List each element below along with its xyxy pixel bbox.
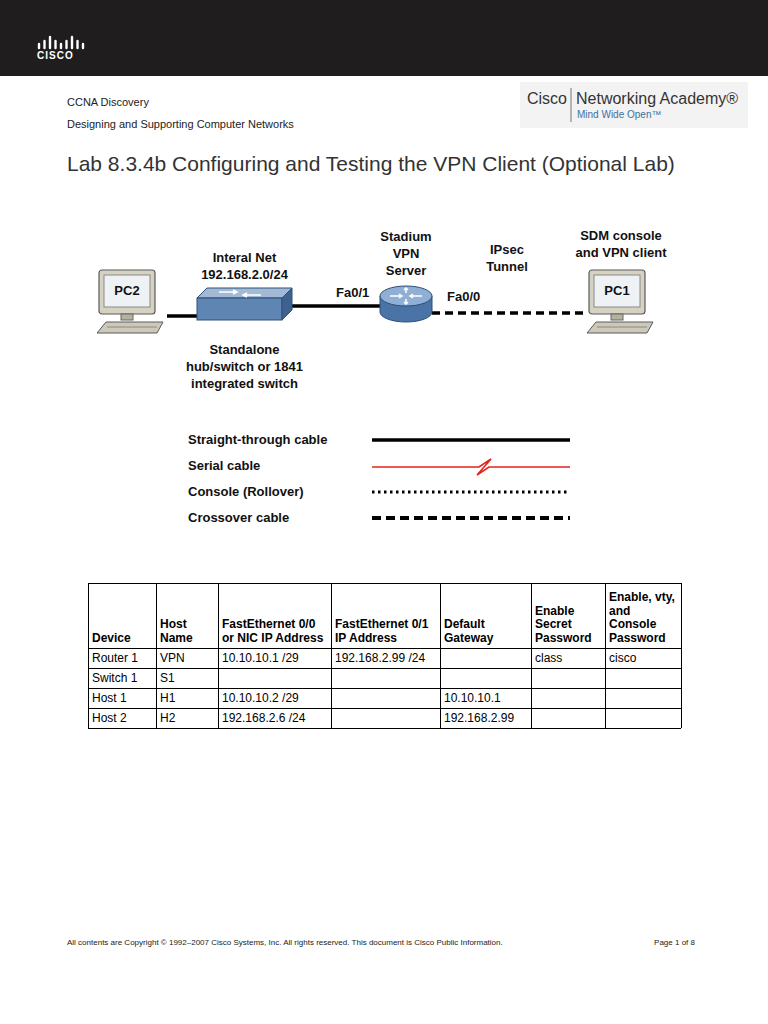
console-sample: [372, 491, 570, 494]
table-header-cell: Host Name: [157, 584, 218, 648]
table-cell: 192.168.2.99 /24: [332, 649, 440, 668]
footer-copyright: All contents are Copyright © 1992–2007 C…: [67, 938, 503, 948]
course-subtitle: Designing and Supporting Computer Networ…: [67, 118, 294, 132]
table-cell: H1: [157, 689, 218, 708]
table-grid: [88, 583, 682, 729]
vpn-router-shape: [380, 286, 432, 322]
pc-host-shape: [95, 268, 167, 334]
table-header-cell: Enable Secret Password: [532, 584, 605, 648]
table-cell: 10.10.10.1: [441, 689, 531, 708]
logo-ground: [520, 82, 748, 128]
table-header-cell: Default Gateway: [441, 584, 531, 648]
router-icon: [380, 286, 432, 322]
pc-host-shape: [585, 268, 657, 334]
switch-icon: [197, 288, 292, 320]
switch: Interal Net 192.168.2.0/24Standalone hub…: [197, 288, 292, 320]
lab-title: Lab 8.3.4b Configuring and Testing the V…: [67, 151, 675, 177]
table-header-cell: FastEthernet 0/0 or NIC IP Address: [219, 584, 331, 648]
interface-label: Fa0/1: [335, 285, 370, 301]
interface-label: Fa0/0: [446, 289, 481, 305]
node-caption: Standalone hub/switch or 1841 integrated…: [186, 342, 304, 393]
straight-through-sample: [372, 438, 570, 442]
legend-text: Straight-through cable: [188, 432, 327, 448]
header-bar: [0, 0, 768, 76]
page-number: Page 1 of 8: [654, 938, 695, 948]
table-cell: 192.168.2.99: [441, 709, 531, 728]
table-cell: class: [532, 649, 605, 668]
course-name: CCNA Discovery: [67, 96, 149, 110]
logo-tagline: Mind Wide Open™: [577, 109, 661, 122]
table-cell: 10.10.10.1 /29: [219, 649, 331, 668]
table-cell: S1: [157, 669, 218, 688]
crossover-sample: [372, 516, 570, 520]
table-cell: 192.168.2.6 /24: [219, 709, 331, 728]
vpn-router: Stadium VPN Server: [380, 286, 432, 322]
table-rule: [88, 728, 681, 729]
logo-text: Networking Academy®: [576, 89, 738, 109]
node-caption: SDM console and VPN client: [568, 228, 674, 262]
table-cell: Host 1: [89, 689, 156, 708]
table-cell: Switch 1: [89, 669, 156, 688]
host-label: PC2: [104, 275, 150, 307]
legend-text: Crossover cable: [188, 510, 289, 526]
table-header-cell: FastEthernet 0/1 IP Address: [332, 584, 440, 648]
tunnel-label: IPsec Tunnel: [477, 242, 537, 276]
switch-shape: [197, 288, 292, 320]
straight-cable: [167, 314, 197, 318]
table-header-cell: Device: [89, 584, 156, 648]
table-cell: Router 1: [89, 649, 156, 668]
table-cell: H2: [157, 709, 218, 728]
straight-cable: [292, 304, 380, 308]
crossover-cable: [432, 311, 585, 315]
legend-text: Serial cable: [188, 458, 260, 474]
table-cell: 10.10.10.2 /29: [219, 689, 331, 708]
serial-sample: [372, 459, 570, 475]
pc-host: PC2: [95, 268, 167, 334]
table-header-cell: Enable, vty, and Console Password: [606, 584, 681, 648]
cisco-logo-bars: [39, 37, 83, 48]
table-cell: VPN: [157, 649, 218, 668]
node-caption: Stadium VPN Server: [371, 229, 441, 280]
node-caption: Interal Net 192.168.2.0/24: [189, 250, 301, 284]
table-cell: Host 2: [89, 709, 156, 728]
pc-icon: [587, 270, 653, 333]
table-rule: [681, 583, 682, 728]
host-label: PC1: [594, 275, 640, 307]
logo-separator: [571, 88, 572, 122]
pc-host: SDM console and VPN clientPC1: [585, 268, 657, 334]
logo-wordmark: CISCO: [37, 50, 74, 63]
pc-icon: [97, 270, 163, 333]
logo-text: Cisco: [527, 89, 567, 109]
table-cell: cisco: [606, 649, 681, 668]
legend-text: Console (Rollover): [188, 484, 304, 500]
